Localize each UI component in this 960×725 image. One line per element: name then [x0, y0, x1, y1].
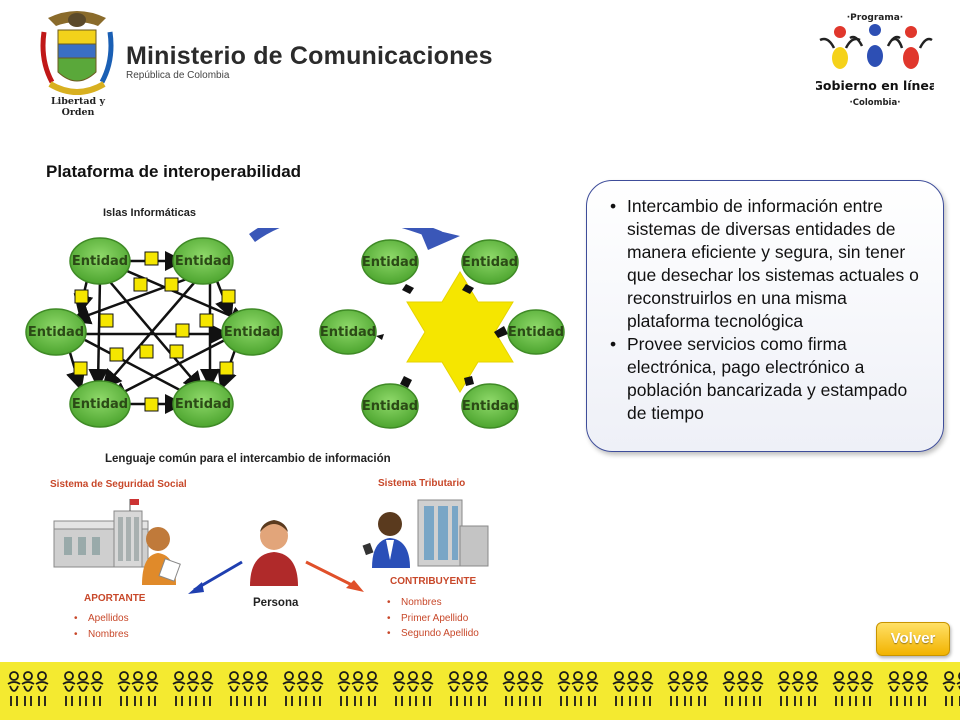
- crest-motto: Libertad y Orden: [51, 96, 105, 118]
- field-item: Primer Apellido: [385, 611, 479, 627]
- entity-label: Entidad: [224, 325, 280, 340]
- ministry-heading: Ministerio de Comunicaciones República d…: [126, 42, 493, 81]
- people-group-icon: [887, 671, 929, 707]
- people-group-icon: [832, 671, 874, 707]
- people-group-icon: [117, 671, 159, 707]
- info-point-2: •Provee servicios como firma electrónica…: [610, 334, 908, 423]
- entity-label: Entidad: [28, 325, 84, 340]
- logo-main-text: Gobierno en línea: [816, 78, 934, 93]
- bullet-icon: •: [610, 334, 617, 354]
- people-group-icon: [282, 671, 324, 707]
- field-item: Nombres: [72, 627, 129, 643]
- persona-label: Persona: [253, 597, 299, 609]
- transition-arrow: [249, 228, 442, 243]
- entity-label: Entidad: [175, 254, 231, 269]
- entity-label: Entidad: [462, 399, 518, 414]
- contribuyente-fields: Nombres Primer Apellido Segundo Apellido: [385, 595, 479, 642]
- footer-decoration-band: [0, 662, 960, 720]
- people-group-icon: [942, 671, 960, 707]
- entity-label: Entidad: [508, 325, 564, 340]
- logo-bottom-text: ·Colombia·: [850, 98, 901, 108]
- interoperability-diagram: Entidad Entidad Entidad Entidad Entidad …: [25, 228, 565, 429]
- people-group-icon: [447, 671, 489, 707]
- people-group-icon: [557, 671, 599, 707]
- star-hub: [406, 271, 514, 393]
- field-item: Segundo Apellido: [385, 626, 479, 642]
- entity-label: Entidad: [72, 254, 128, 269]
- entity-label: Entidad: [362, 255, 418, 270]
- transition-arrowhead: [418, 228, 460, 250]
- tax-building-person-icon: [362, 499, 489, 568]
- bullet-icon: •: [610, 196, 617, 216]
- islands-label: Islas Informáticas: [103, 207, 196, 219]
- people-group-icon: [667, 671, 709, 707]
- entity-label: Entidad: [175, 397, 231, 412]
- entity-node: [25, 237, 283, 428]
- colombia-crest-logo: [40, 11, 114, 95]
- entity-node: [319, 239, 565, 429]
- aportante-fields: Apellidos Nombres: [72, 611, 129, 642]
- entity-label: Entidad: [320, 325, 376, 340]
- social-security-label: Sistema de Seguridad Social: [50, 479, 187, 490]
- volver-button[interactable]: Volver: [876, 622, 950, 656]
- people-group-icon: [777, 671, 819, 707]
- entity-label: Entidad: [462, 255, 518, 270]
- people-group-icon: [227, 671, 269, 707]
- person-icon: [188, 520, 364, 594]
- people-group-icon: [502, 671, 544, 707]
- people-group-icon: [337, 671, 379, 707]
- ministry-title: Ministerio de Comunicaciones: [126, 42, 493, 70]
- entity-label: Entidad: [72, 397, 128, 412]
- aportante-label: APORTANTE: [84, 593, 146, 604]
- people-group-icon: [392, 671, 434, 707]
- people-pattern-icon: [7, 671, 960, 707]
- ministry-subtitle: República de Colombia: [126, 70, 230, 81]
- people-group-icon: [722, 671, 764, 707]
- entity-label: Entidad: [362, 399, 418, 414]
- page-title: Plataforma de interoperabilidad: [46, 162, 302, 181]
- people-group-icon: [62, 671, 104, 707]
- islands-diagram: Entidad Entidad Entidad Entidad Entidad …: [25, 237, 283, 428]
- people-group-icon: [612, 671, 654, 707]
- hub-diagram: Entidad Entidad Entidad Entidad Entidad …: [319, 239, 565, 429]
- info-point-1: •Intercambio de información entre sistem…: [610, 196, 919, 331]
- people-group-icon: [172, 671, 214, 707]
- field-item: Nombres: [385, 595, 479, 611]
- gobierno-en-linea-logo: ·Programa· Gobierno en línea ·Colombia·: [816, 13, 934, 108]
- info-box: •Intercambio de información entre sistem…: [586, 180, 944, 452]
- common-language-label: Lenguaje común para el intercambio de in…: [105, 453, 391, 465]
- logo-top-text: ·Programa·: [847, 13, 903, 23]
- building-person-icon: [53, 499, 181, 585]
- tax-system-label: Sistema Tributario: [378, 478, 466, 489]
- field-item: Apellidos: [72, 611, 129, 627]
- contribuyente-label: CONTRIBUYENTE: [390, 576, 477, 587]
